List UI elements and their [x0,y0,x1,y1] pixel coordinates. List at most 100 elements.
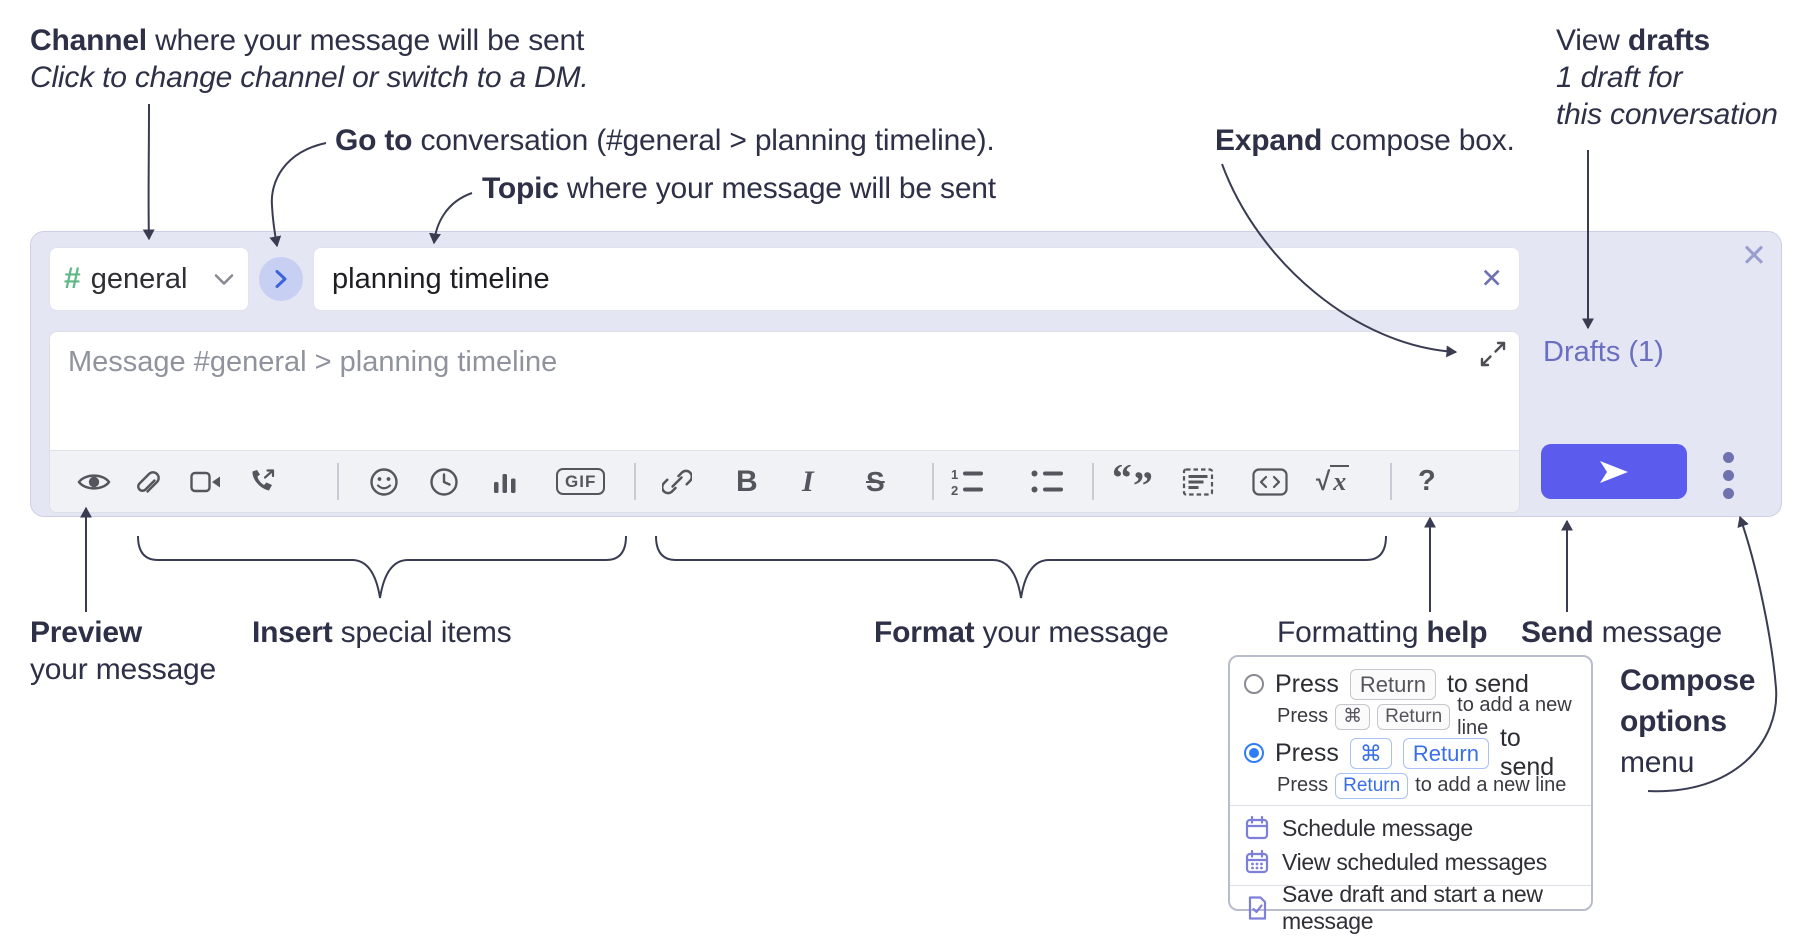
code-icon[interactable] [1252,460,1288,504]
time-icon[interactable] [428,460,460,504]
toolbar-divider [1390,463,1392,500]
send-button[interactable] [1541,444,1687,499]
channel-annotation-line2: Click to change channel or switch to a D… [30,61,589,94]
strikethrough-icon[interactable]: S [866,460,885,504]
bulleted-list-icon[interactable] [1030,460,1066,504]
return-key: Return [1377,703,1451,730]
view-scheduled-messages-item[interactable]: View scheduled messages [1244,845,1577,879]
math-icon[interactable]: √x [1316,460,1350,504]
topic-annotation-bold: Topic [482,172,559,205]
go-to-annotation-rest: conversation (#general > planning timeli… [412,124,995,157]
bold-icon[interactable]: B [736,460,758,504]
channel-annotation-bold: Channel [30,24,147,57]
poll-icon[interactable] [490,460,520,504]
popup-divider [1230,885,1591,886]
option1-post: to send [1446,669,1529,698]
format-annotation-rest: your message [974,616,1169,649]
quote-icon[interactable]: “” [1112,460,1156,504]
insert-brace [137,535,627,599]
insert-annotation: Insert special items [252,614,512,651]
compose-box: # general ✕ ✕ [30,231,1782,517]
calendar-dots-icon [1244,849,1270,875]
spoiler-icon[interactable] [1182,460,1214,504]
link-icon[interactable] [662,460,692,504]
save-draft-icon [1244,895,1270,921]
ellipsis-dot [1723,452,1734,463]
send-annotation-rest: message [1593,616,1723,649]
save-draft-label: Save draft and start a new message [1282,881,1543,934]
send-annotation: Send message [1521,614,1722,651]
insert-annotation-rest: special items [332,616,512,649]
return-key: Return [1402,737,1489,769]
send-plane-icon [1597,458,1631,486]
cmd-enter-sends-option[interactable]: Press ⌘ Return to send [1244,724,1577,781]
topic-input-wrapper: ✕ [313,247,1520,311]
enter-sends-option[interactable]: Press Return to send [1244,667,1577,701]
compose-options-annotation: Compose options menu [1620,660,1755,783]
italic-icon[interactable]: I [802,460,814,504]
radio-selected[interactable] [1244,743,1264,763]
help-icon[interactable]: ? [1418,460,1436,504]
cmd-enter-sends-option-sub: Press Return to add a new line [1277,772,1577,799]
strikethrough-glyph: S [866,465,885,497]
return-key: Return [1349,668,1436,700]
svg-text:1: 1 [951,467,958,482]
radio-unselected[interactable] [1244,674,1264,694]
option2-sub-post: to add a new line [1415,774,1567,796]
format-annotation: Format your message [874,614,1169,651]
option1-sub-post: to add a new line [1457,693,1572,739]
channel-annotation-rest: where your message will be sent [146,24,585,57]
preview-annotation-line1: Preview [30,614,216,651]
ellipsis-dot [1723,488,1734,499]
clear-topic-button[interactable]: ✕ [1480,263,1503,294]
cmd-key: ⌘ [1349,737,1392,769]
formatting-help-annotation: Formatting help [1277,614,1488,651]
drafts-link[interactable]: Drafts (1) [1543,336,1664,368]
help-glyph: ? [1418,465,1436,497]
message-input[interactable] [50,332,1519,450]
formatting-help-annotation-pre: Formatting [1277,616,1427,649]
toolbar-divider [337,463,339,500]
bold-glyph: B [736,464,758,498]
option1-pre: Press [1275,669,1339,698]
expand-annotation: Expand compose box. [1215,122,1515,159]
emoji-icon[interactable] [368,460,400,504]
view-drafts-annotation-line1: View drafts [1556,22,1778,59]
option2-sub-pre: Press [1277,774,1329,796]
math-glyph: √x [1316,465,1350,497]
cmd-key: ⌘ [1335,703,1371,730]
go-to-annotation: Go to conversation (#general > planning … [335,122,995,159]
option2-post: to send [1499,724,1555,781]
video-call-icon[interactable] [190,460,222,504]
expand-compose-icon[interactable] [1479,340,1507,373]
channel-hash-icon: # [64,262,81,295]
go-to-conversation-button[interactable] [259,257,303,301]
close-compose-button[interactable]: ✕ [1741,238,1767,273]
formatting-help-annotation-bold: help [1426,616,1488,649]
toolbar-divider [1092,463,1094,500]
channel-selector[interactable]: # general [49,247,249,311]
popup-divider [1230,805,1591,806]
compose-options-annotation-line1: Compose [1620,660,1755,701]
save-draft-item[interactable]: Save draft and start a new message [1244,881,1577,934]
preview-icon[interactable] [77,460,111,504]
expand-annotation-rest: compose box. [1322,124,1515,157]
schedule-message-item[interactable]: Schedule message [1244,811,1577,845]
gif-label: GIF [556,468,606,495]
compose-options-popup: Press Return to send Press ⌘ Return to a… [1228,655,1593,934]
compose-options-menu-button[interactable] [1723,452,1734,499]
attach-file-icon[interactable] [134,460,160,504]
view-drafts-annotation-pre: View [1556,24,1628,57]
view-drafts-annotation-line3: this conversation [1556,98,1778,131]
topic-input[interactable] [314,248,1519,310]
chevron-down-icon [214,273,234,286]
gif-icon[interactable]: GIF [556,460,606,504]
voice-call-icon[interactable] [248,460,276,504]
expand-annotation-bold: Expand [1215,124,1323,157]
italic-glyph: I [802,464,814,498]
message-area: GIF B I S 12 “” [49,331,1520,513]
schedule-message-label: Schedule message [1282,814,1473,841]
compose-options-annotation-bold1: Compose [1620,664,1756,697]
